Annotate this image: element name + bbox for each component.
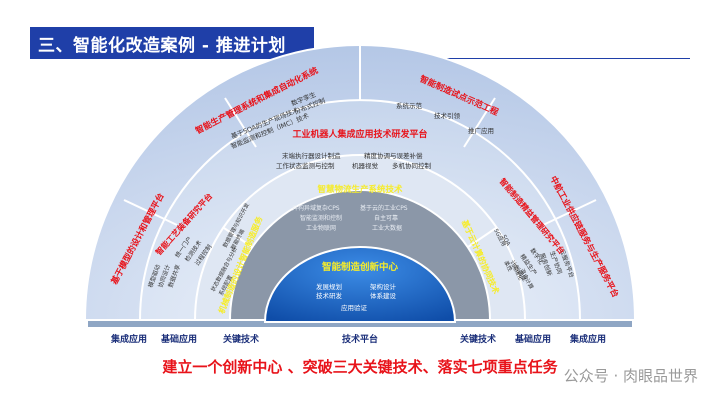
- center-item: 架构设计: [370, 282, 397, 291]
- separator: [467, 227, 497, 248]
- separator: [542, 199, 597, 226]
- watermark: 公众号 · 肉眼品世界: [563, 367, 698, 385]
- bottom-label: 关键技术: [223, 333, 259, 345]
- top-right-item: 技术引领: [434, 111, 461, 120]
- bottom-label: 集成应用: [110, 333, 147, 345]
- separator: [123, 199, 178, 226]
- bottom-label: 技术平台: [342, 333, 378, 345]
- separator: [463, 97, 496, 148]
- platform-item: 异构异域复杂CPS: [292, 204, 340, 212]
- robot-item: 多机协同控制: [392, 161, 432, 170]
- platform-item: 自主可靠: [374, 214, 398, 222]
- top-right-item: 推广应用: [468, 126, 494, 135]
- platform-item: 基于云的工业CPS: [360, 204, 408, 212]
- robot-platform-title: 工业机器人集成应用技术研发平台: [292, 128, 427, 140]
- innovation-center-dome: [263, 246, 457, 323]
- robot-item: 机器视觉: [352, 161, 379, 170]
- top-right-item: 系统示范: [396, 101, 423, 110]
- robot-item: 精度协调与误差补偿: [364, 151, 423, 160]
- center-item: 体系建设: [370, 291, 397, 300]
- section-title-bar: 三、智能化改造案例 - 推进计划: [30, 27, 314, 59]
- right-keytech-item: SOA: [500, 234, 511, 247]
- robot-item: 末端执行器设计制造: [282, 151, 341, 160]
- center-item: 技术研发: [316, 291, 343, 300]
- platform-title: 智慧物流生产系统技术: [316, 184, 403, 195]
- title-divider: [314, 58, 690, 59]
- bottom-label: 集成应用: [569, 333, 606, 345]
- bottom-label: 关键技术: [460, 333, 496, 345]
- section-title: 三、智能化改造案例 - 推进计划: [38, 35, 286, 56]
- platform-item: 工业大数据: [372, 224, 402, 232]
- center-item: 发展规划: [316, 282, 342, 291]
- center-title: 智能制造创新中心: [322, 261, 399, 273]
- robot-item: 工作状态监测与控制: [276, 161, 335, 170]
- bottom-label: 基础应用: [514, 333, 551, 345]
- platform-item: 智能监测和控制: [300, 214, 342, 222]
- bottom-label: 基础应用: [160, 333, 197, 345]
- summary-caption: 建立一个创新中心 、突破三大关键技术、落实七项重点任务: [162, 358, 558, 376]
- separator: [223, 227, 253, 248]
- center-item: 应用验证: [341, 303, 368, 312]
- platform-item: 工业物联网: [306, 224, 336, 232]
- separator: [224, 97, 257, 148]
